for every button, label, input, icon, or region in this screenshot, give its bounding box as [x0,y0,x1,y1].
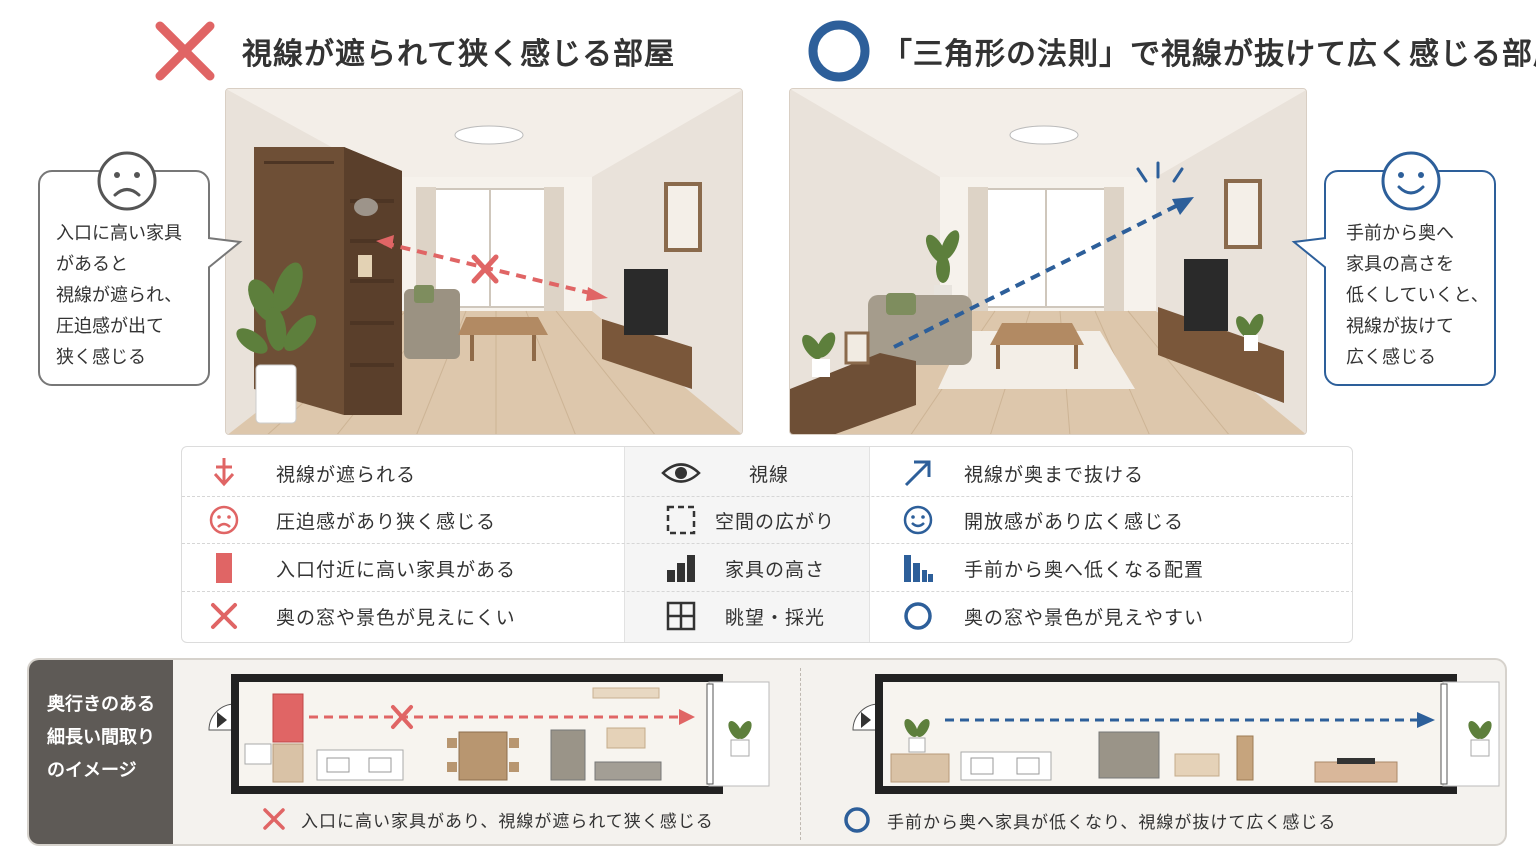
right-caption: 手前から奥へ家具が低くなり、視線が抜けて広く感じる [843,806,1336,834]
left-callout-line: 視線が遮られ、 [56,285,183,306]
legend-item: 奥の窓や景色が見えにくい [202,592,516,640]
right-title: 「三角形の法則」で視線が抜けて広く感じる部屋 [882,37,1536,72]
legend-label: 奥の窓や景色が見えやすい [964,606,1205,629]
left-callout-line: 入口に高い家具 [56,223,182,244]
legend-label: 奥の窓や景色が見えにくい [276,606,516,629]
left-callout: 入口に高い家具 があると 視線が遮られ、 圧迫感が出て 狭く感じる [38,151,243,386]
right-room-illustration [789,88,1307,435]
window-icon [666,601,696,631]
legend-item: 奥の窓や景色が見えやすい [896,592,1204,640]
legend-item: 空間の広がり [659,496,835,544]
legend-item: 視線が奥まで抜ける [896,449,1144,497]
smile-face-icon [1381,151,1441,211]
left-callout-line: があると [56,254,128,275]
right-floor-plan [852,674,1500,794]
circle-mark-icon [844,807,870,833]
legend-label: 空間の広がり [715,510,836,533]
eye-icon [661,463,701,483]
legend-item: 眺望・採光 [659,592,825,640]
legend-label: 開放感があり広く感じる [964,510,1185,533]
callout-tail [208,237,243,269]
legend-item: 視線が遮られる [202,449,416,497]
right-callout-line: 家具の高さを [1346,254,1454,275]
x-mark-icon [263,808,285,830]
left-caption: 入口に高い家具があり、視線が遮られて狭く感じる [261,806,714,832]
right-callout-line: 低くしていくと、 [1346,285,1489,306]
bar-height-icon [667,555,695,582]
legend-label: 眺望・採光 [725,606,826,629]
sad-face-icon [97,151,157,211]
blocked-arrow-icon [213,458,235,487]
legend-label: 視線が奥まで抜ける [964,463,1145,486]
legend-table: 視線が遮られる 圧迫感があり狭く感じる 入口付近に高い家具がある 奥の窓や景色が… [181,446,1353,643]
legend-label: 視線 [749,463,790,486]
legend-middle-column [624,447,870,642]
side-label-line: 細長い間取り [47,727,155,748]
legend-label: 手前から奥へ低くなる配置 [964,558,1205,581]
left-floor-plan [208,674,770,794]
side-label-line: のイメージ [47,760,137,781]
right-callout-line: 広く感じる [1346,347,1436,368]
diagonal-arrow-icon [904,460,931,487]
descending-bars-icon [904,555,933,582]
right-callout: 手前から奥へ 家具の高さを 低くしていくと、 視線が抜けて 広く感じる [1291,151,1496,386]
left-heading: 視線が遮られて狭く感じる部屋 [152,18,675,84]
legend-item: 視線 [659,449,789,497]
sad-face-icon [209,505,239,535]
side-label-line: 奥行きのある [47,694,155,715]
x-mark-icon [155,21,215,81]
legend-item: 圧迫感があり狭く感じる [202,496,496,544]
left-caption-text: 入口に高い家具があり、視線が遮られて狭く感じる [301,811,714,832]
callout-tail [1291,237,1326,269]
legend-label: 家具の高さ [725,558,826,581]
left-callout-line: 狭く感じる [56,347,146,368]
legend-item: 手前から奥へ低くなる配置 [896,544,1204,592]
circle-mark-icon [808,20,870,82]
dashed-square-icon [666,505,696,535]
legend-item: 開放感があり広く感じる [896,496,1184,544]
smile-face-icon [903,505,933,535]
legend-label: 視線が遮られる [276,463,417,486]
floor-plan-side-label: 奥行きのある 細長い間取り のイメージ [29,660,173,844]
left-title: 視線が遮られて狭く感じる部屋 [242,37,676,72]
left-room-illustration [225,88,743,435]
tall-furniture-icon [216,553,232,583]
legend-item: 家具の高さ [659,544,825,592]
right-callout-line: 手前から奥へ [1346,223,1454,244]
left-callout-line: 圧迫感が出て [56,316,164,337]
right-callout-line: 視線が抜けて [1346,316,1454,337]
right-caption-text: 手前から奥へ家具が低くなり、視線が抜けて広く感じる [887,812,1337,833]
circle-mark-icon [904,602,932,630]
floor-plan-section: 奥行きのある 細長い間取り のイメージ [27,658,1507,846]
right-heading: 「三角形の法則」で視線が抜けて広く感じる部屋 [806,18,1536,84]
x-mark-icon [211,603,237,629]
legend-item: 入口付近に高い家具がある [202,544,516,592]
legend-label: 入口付近に高い家具がある [276,558,517,581]
legend-label: 圧迫感があり狭く感じる [276,510,497,533]
